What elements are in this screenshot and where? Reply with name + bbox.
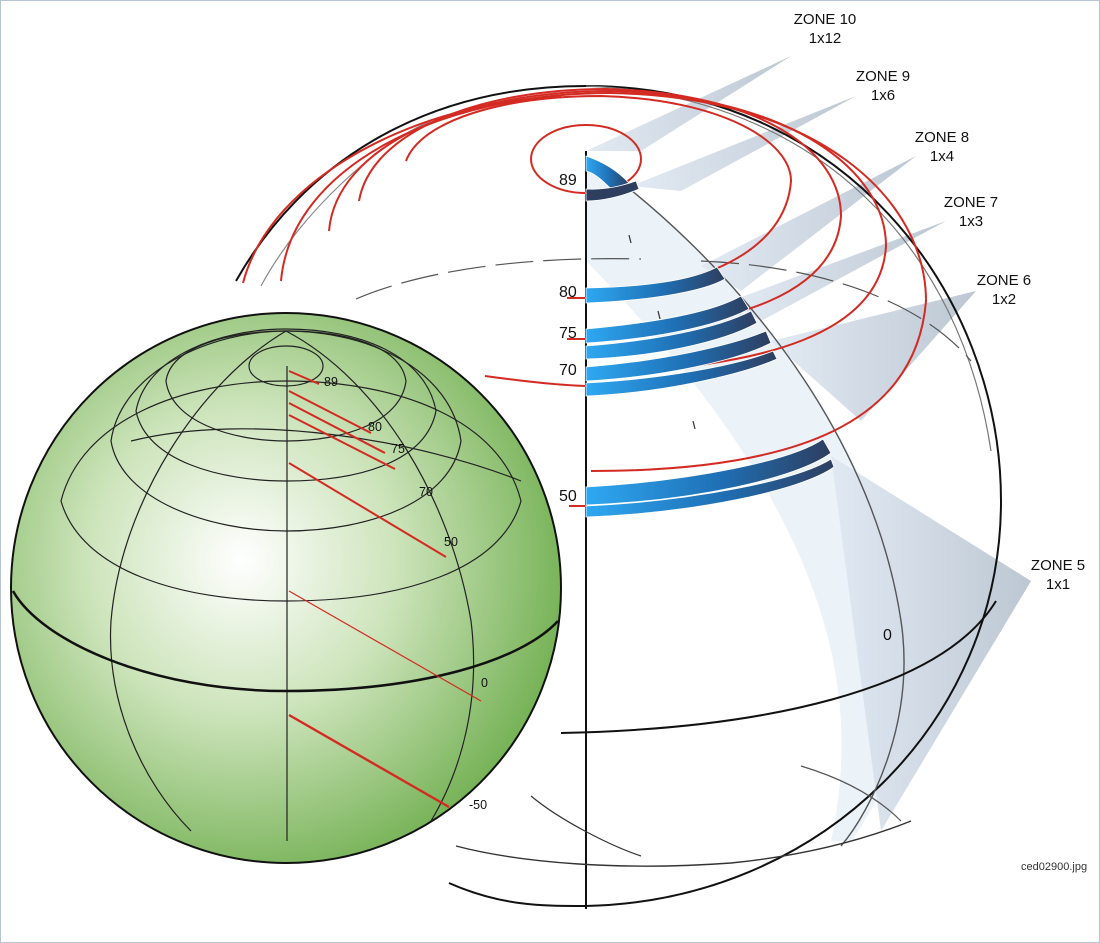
- equator: [560, 600, 997, 734]
- zone-6-name: ZONE 6: [977, 272, 1031, 289]
- zone-label-9: ZONE 9 1x6: [856, 68, 910, 104]
- zone-9-division: 1x6: [871, 87, 895, 104]
- small-globe-latitude-labels: 89 80 75 70 50 0 -50: [324, 375, 488, 812]
- large-sphere-latitude-labels: 89 80 75 70 50 0: [559, 172, 892, 644]
- zone-label-6: ZONE 6 1x2: [977, 272, 1031, 308]
- callout-zone-8: [701, 156, 916, 291]
- zone-callouts: [586, 56, 1031, 831]
- lat-label-89: 89: [559, 172, 577, 189]
- callout-zone-6: [771, 291, 976, 421]
- callout-zone-7: [731, 221, 946, 321]
- sphere-outline: [235, 84, 1003, 907]
- filename-caption: ced02900.jpg: [1021, 861, 1087, 873]
- lat-label-75: 75: [559, 325, 577, 342]
- zone-7-name: ZONE 7: [944, 194, 998, 211]
- band-80: [585, 266, 726, 304]
- globe-latitude-lines: [288, 370, 482, 809]
- globe-lat-label-0: 0: [481, 676, 488, 690]
- zone-8-division: 1x4: [930, 148, 954, 165]
- lat-label-80: 80: [559, 284, 577, 301]
- zone-5-division: 1x1: [1046, 576, 1070, 593]
- zone-label-7: ZONE 7 1x3: [944, 194, 998, 230]
- zone-label-10: ZONE 10 1x12: [794, 11, 857, 47]
- zone-10-division: 1x12: [809, 30, 842, 47]
- zone-label-8: ZONE 8 1x4: [915, 129, 969, 165]
- callout-zone-9: [631, 96, 856, 191]
- globe-lat-label-80: 80: [368, 420, 382, 434]
- callout-zone-10: [586, 56, 791, 151]
- globe-lat-label-50: 50: [444, 535, 458, 549]
- lat-label-0: 0: [883, 627, 892, 644]
- globe-grid: [60, 328, 522, 841]
- globe-lat-label-75: 75: [391, 442, 405, 456]
- band-50: [585, 438, 832, 506]
- large-sphere: [235, 56, 1031, 909]
- band-75: [585, 295, 750, 344]
- globe-lat-label-89: 89: [324, 375, 338, 389]
- zone-9-name: ZONE 9: [856, 68, 910, 85]
- zone-bands: [585, 155, 835, 518]
- zone-6-division: 1x2: [992, 291, 1016, 308]
- small-globe: [10, 312, 562, 864]
- globe-lat-label-minus-50: -50: [469, 798, 487, 812]
- lat-label-70: 70: [559, 362, 577, 379]
- zone-7-division: 1x3: [959, 213, 983, 230]
- zone-8-name: ZONE 8: [915, 129, 969, 146]
- zone-label-5: ZONE 5 1x1: [1031, 557, 1085, 593]
- zone-5-name: ZONE 5: [1031, 557, 1085, 574]
- globe-body: [10, 312, 562, 864]
- zone-labels: ZONE 10 1x12 ZONE 9 1x6 ZONE 8 1x4 ZONE …: [794, 11, 1085, 593]
- zone-10-name: ZONE 10: [794, 11, 857, 28]
- globe-equator: [11, 590, 559, 693]
- latitude-circles: [242, 87, 928, 507]
- globe-lat-label-70: 70: [419, 485, 433, 499]
- lat-label-50: 50: [559, 488, 577, 505]
- callout-zone-5: [831, 456, 1031, 831]
- band-70: [585, 330, 772, 382]
